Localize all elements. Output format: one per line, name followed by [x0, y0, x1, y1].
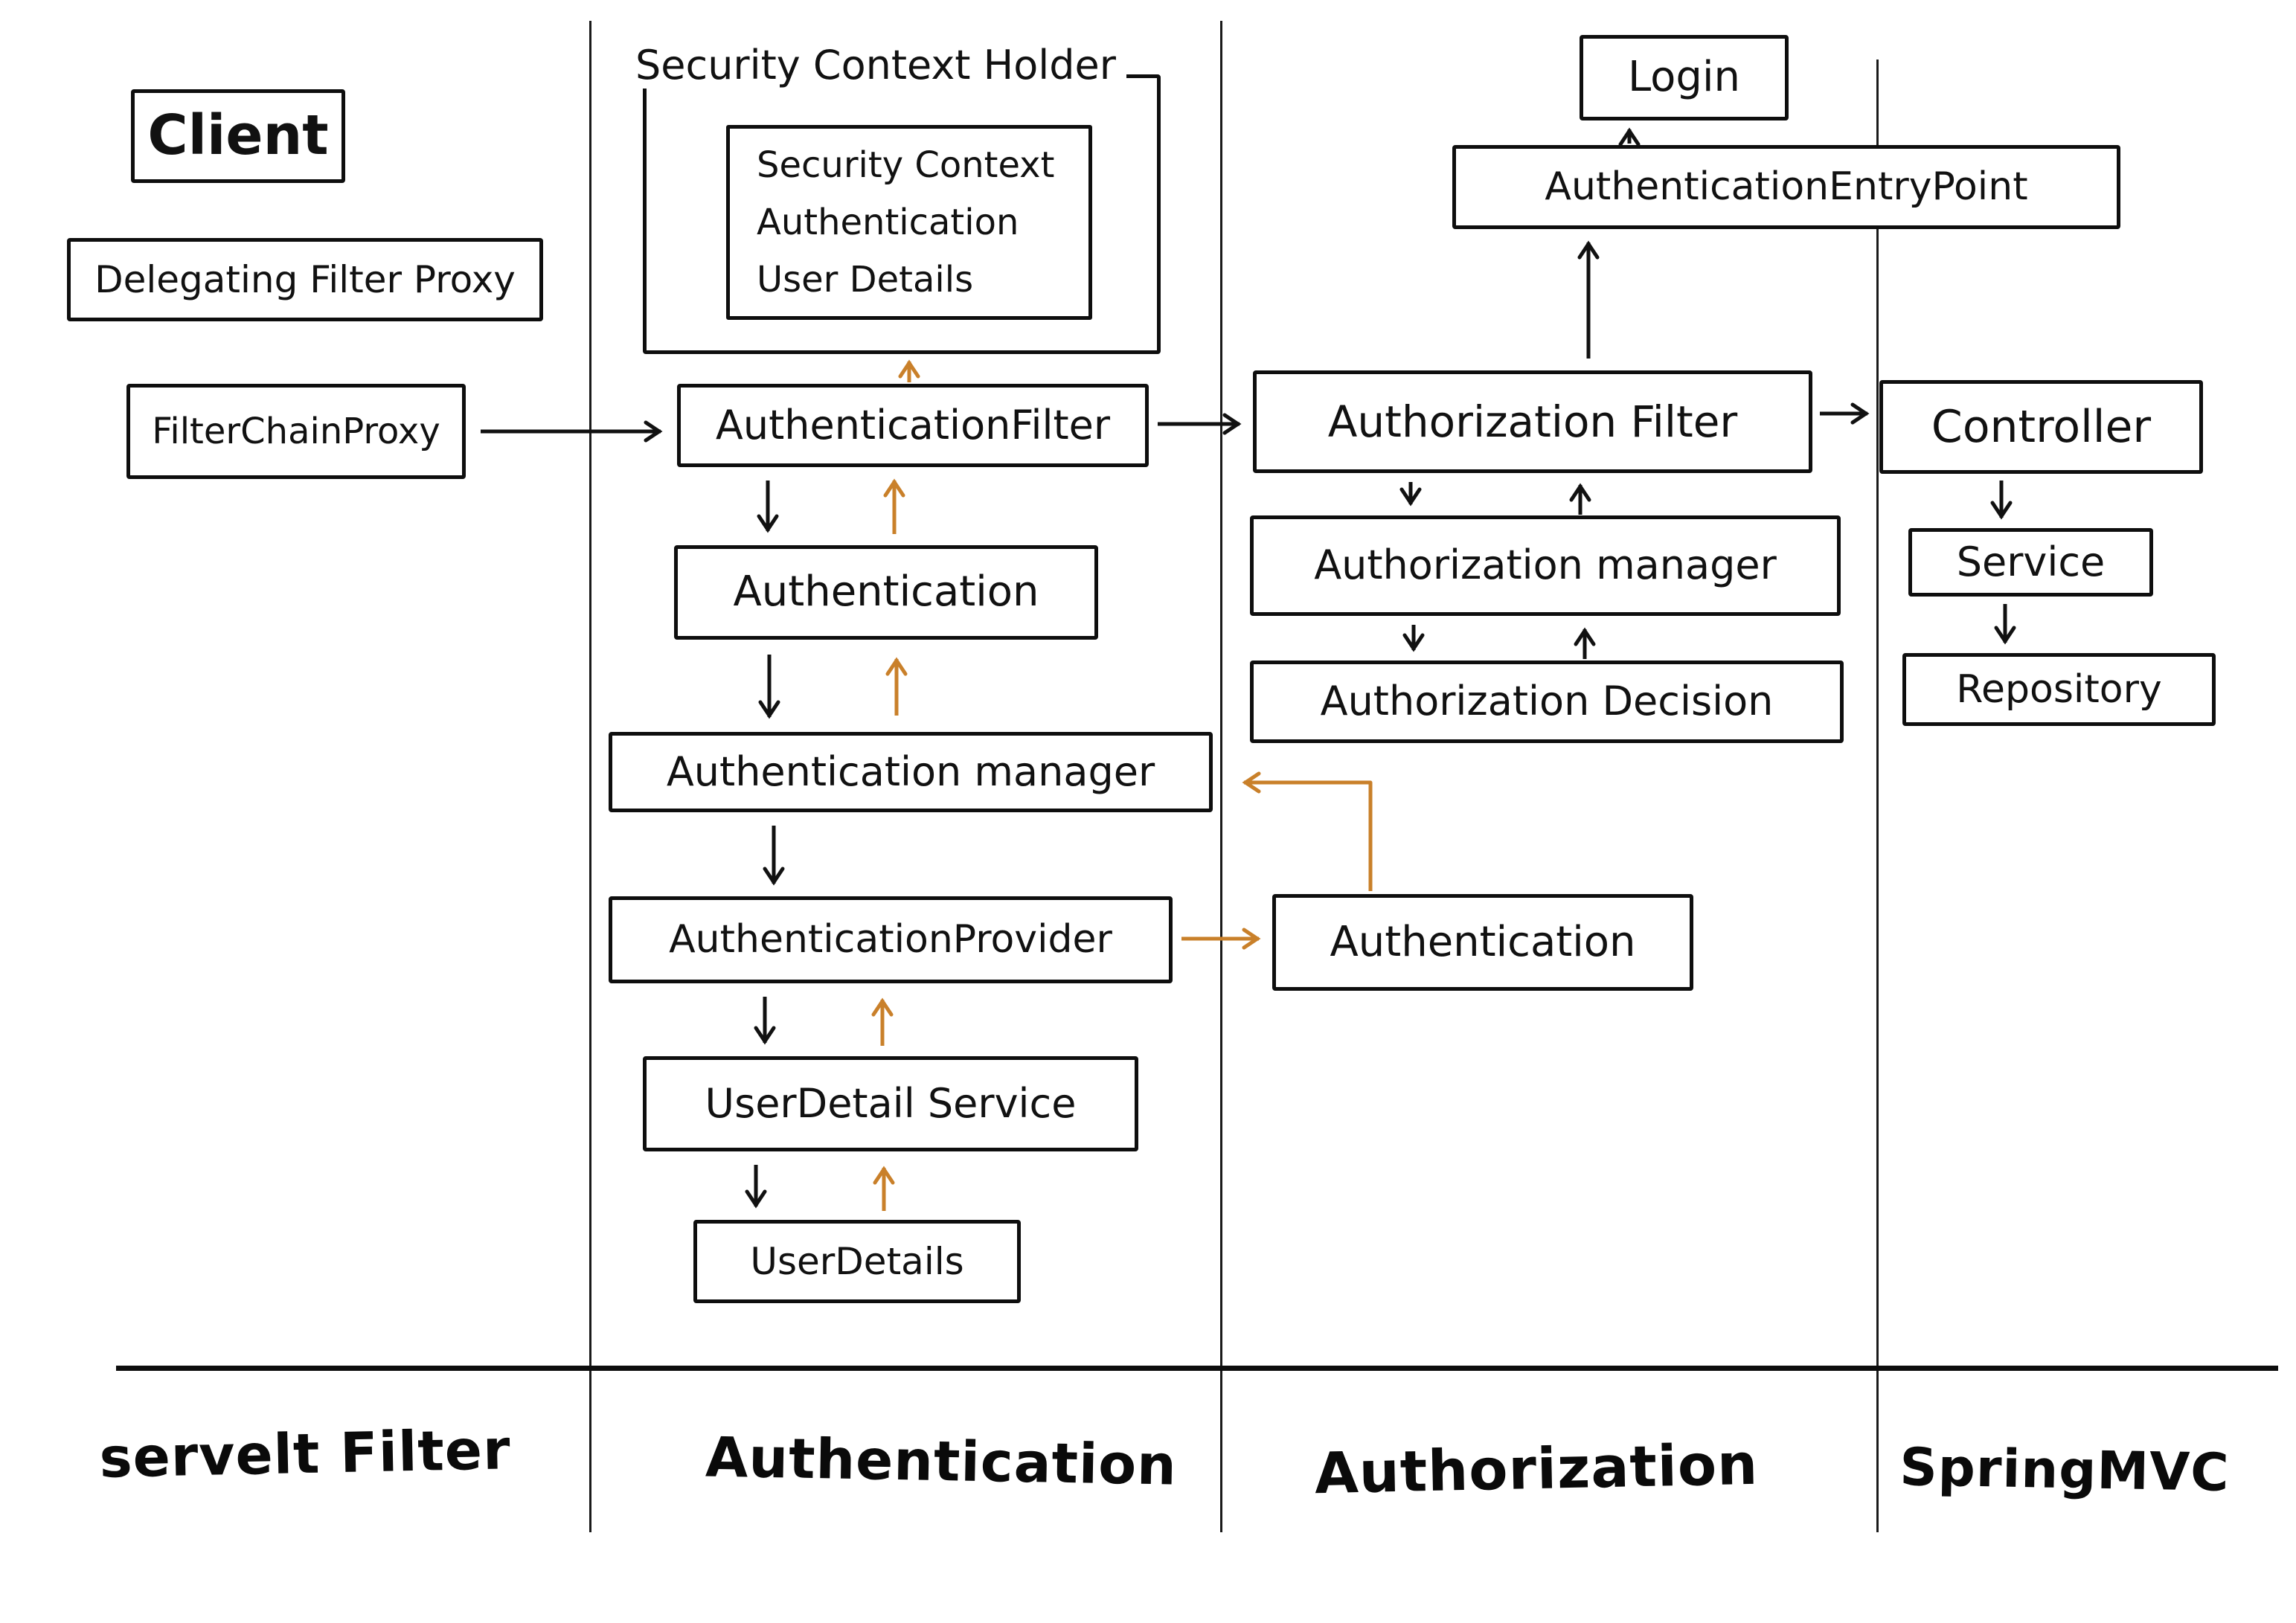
- authentication-provider-box: AuthenticationProvider: [609, 896, 1173, 983]
- user-detail-service-box: UserDetail Service: [643, 1056, 1138, 1151]
- lane-label-authentication: Authentication: [705, 1425, 1178, 1498]
- security-context-label: Security Context: [757, 144, 1055, 186]
- authentication-entry-point-box: AuthenticationEntryPoint: [1452, 145, 2120, 229]
- authorization-manager-box: Authorization manager: [1250, 515, 1841, 616]
- authentication-filter-box: AuthenticationFilter: [677, 384, 1149, 467]
- authorization-manager-label: Authorization manager: [1314, 541, 1777, 589]
- user-detail-service-label: UserDetail Service: [705, 1079, 1077, 1127]
- controller-box: Controller: [1879, 380, 2203, 474]
- authorization-filter-label: Authorization Filter: [1327, 396, 1738, 447]
- sch-authentication-label: Authentication: [757, 202, 1019, 243]
- login-label: Login: [1627, 53, 1741, 102]
- authorization-decision-box: Authorization Decision: [1250, 661, 1844, 743]
- repository-box: Repository: [1902, 653, 2216, 726]
- delegating-filter-proxy-box: Delegating Filter Proxy: [67, 238, 543, 321]
- login-box: Login: [1580, 35, 1789, 120]
- user-details-box: UserDetails: [693, 1220, 1021, 1303]
- authentication-provider-label: AuthenticationProvider: [669, 917, 1112, 962]
- service-label: Service: [1956, 538, 2106, 585]
- client-label: Client: [147, 103, 329, 168]
- authentication-entry-point-label: AuthenticationEntryPoint: [1545, 164, 2028, 210]
- authentication-manager-box: Authentication manager: [609, 732, 1213, 812]
- lane-separator-3: [1876, 60, 1879, 1532]
- filter-chain-proxy-box: FilterChainProxy: [126, 384, 466, 479]
- lane-separator-1: [589, 21, 591, 1532]
- authentication-filter-label: AuthenticationFilter: [715, 401, 1111, 449]
- lane-separator-2: [1220, 21, 1222, 1532]
- authorization-decision-label: Authorization Decision: [1320, 678, 1774, 725]
- filter-chain-proxy-label: FilterChainProxy: [152, 410, 440, 452]
- authorization-authentication-label: Authentication: [1330, 917, 1636, 966]
- authorization-authentication-box: Authentication: [1272, 894, 1693, 991]
- controller-label: Controller: [1931, 400, 2152, 453]
- authentication-label: Authentication: [733, 568, 1039, 617]
- lane-label-authorization: Authorization: [1313, 1430, 1760, 1507]
- repository-label: Repository: [1956, 666, 2162, 712]
- user-details-item-label: User Details: [757, 259, 974, 301]
- authentication-manager-label: Authentication manager: [666, 748, 1155, 795]
- user-details-label: UserDetails: [750, 1239, 964, 1283]
- authorization-filter-box: Authorization Filter: [1253, 370, 1812, 473]
- lane-baseline: [116, 1366, 2278, 1371]
- delegating-filter-proxy-label: Delegating Filter Proxy: [94, 257, 516, 301]
- lane-label-spring-mvc: SpringMVC: [1899, 1436, 2231, 1503]
- arrow-orange-authentication-to-manager-elbow: [1242, 771, 1373, 891]
- client-box: Client: [131, 89, 345, 183]
- security-context-holder-title: Security Context Holder: [632, 42, 1126, 89]
- security-context-box: Security Context Authentication User Det…: [726, 125, 1092, 320]
- lane-label-servlet-filter: servelt Filter: [98, 1418, 512, 1491]
- authentication-box: Authentication: [674, 545, 1098, 640]
- service-box: Service: [1908, 528, 2153, 597]
